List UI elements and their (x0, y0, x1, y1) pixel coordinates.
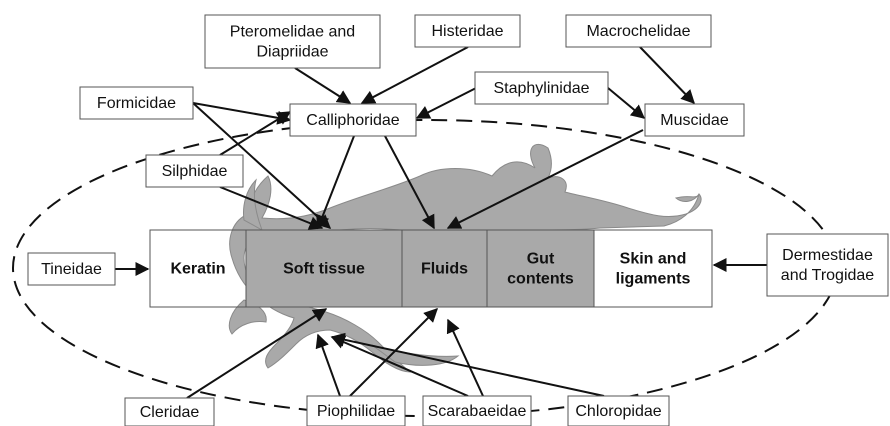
arrow-staphylinidae-to-muscidae (608, 88, 644, 118)
arrow-piophilidae-to-fluids (350, 309, 437, 396)
arrow-silphidae-to-calliphoridae (220, 112, 290, 155)
family-box (767, 234, 888, 296)
family-piophilidae-label: Piophilidae (317, 403, 395, 420)
segment-soft-tissue: Soft tissue (246, 230, 402, 307)
family-cleridae: Cleridae (125, 398, 214, 426)
label-line: Gut (527, 251, 555, 268)
arrow-macrochelidae-to-muscidae (640, 47, 694, 103)
label-line: Fluids (421, 261, 468, 278)
label-line: Macrochelidae (586, 23, 690, 40)
family-histeridae: Histeridae (415, 15, 520, 47)
family-staphylinidae: Staphylinidae (475, 72, 608, 104)
family-macrochelidae: Macrochelidae (566, 15, 711, 47)
family-macrochelidae-label: Macrochelidae (586, 23, 690, 40)
family-formicidae: Formicidae (80, 87, 193, 119)
family-silphidae: Silphidae (146, 155, 243, 187)
label-line: Pteromelidae and (230, 24, 355, 41)
label-line: Cleridae (140, 404, 200, 421)
family-muscidae-label: Muscidae (660, 112, 729, 129)
segment-skin-ligaments: Skin and ligaments (594, 230, 712, 307)
segment-box (594, 230, 712, 307)
family-staphylinidae-label: Staphylinidae (493, 80, 589, 97)
label-line: Keratin (170, 261, 225, 278)
segment-fluids-label: Fluids (421, 261, 468, 278)
label-line: Tineidae (41, 261, 102, 278)
family-silphidae-label: Silphidae (162, 163, 228, 180)
segment-keratin-label: Keratin (170, 261, 225, 278)
label-line: and Trogidae (781, 267, 875, 284)
family-tineidae: Tineidae (28, 253, 115, 285)
arrow-cleridae-to-soft-tissue (187, 309, 326, 398)
label-line: Scarabaeidae (428, 403, 527, 420)
segment-fluids: Fluids (402, 230, 487, 307)
label-line: Skin and (620, 251, 687, 268)
family-chloropidae-label: Chloropidae (575, 403, 661, 420)
label-line: Calliphoridae (306, 112, 399, 129)
family-chloropidae: Chloropidae (568, 396, 669, 426)
family-histeridae-label: Histeridae (431, 23, 503, 40)
family-piophilidae: Piophilidae (307, 396, 405, 426)
label-line: Diapriidae (256, 44, 328, 61)
arrow-staphylinidae-to-calliphoridae (417, 86, 480, 118)
arrow-pteromelidae-diapriidae-to-calliphoridae (295, 68, 350, 103)
label-line: Muscidae (660, 112, 729, 129)
arrow-chloropidae-to-soft-tissue (332, 337, 604, 396)
label-line: Soft tissue (283, 261, 365, 278)
segment-box (487, 230, 594, 307)
label-line: Histeridae (431, 23, 503, 40)
segment-skin-ligaments-label: Skin and ligaments (616, 251, 691, 288)
segment-gut-contents: Gut contents (487, 230, 594, 307)
family-scarabaeidae-label: Scarabaeidae (428, 403, 527, 420)
family-muscidae: Muscidae (645, 104, 744, 136)
segment-soft-tissue-label: Soft tissue (283, 261, 365, 278)
family-calliphoridae-label: Calliphoridae (306, 112, 399, 129)
label-line: Silphidae (162, 163, 228, 180)
label-line: Formicidae (97, 95, 176, 112)
family-dermestidae-trogidae: Dermestidae and Trogidae (767, 234, 888, 296)
label-line: Chloropidae (575, 403, 661, 420)
label-line: Staphylinidae (493, 80, 589, 97)
label-line: ligaments (616, 271, 691, 288)
label-line: Piophilidae (317, 403, 395, 420)
family-scarabaeidae: Scarabaeidae (423, 396, 531, 426)
family-tineidae-label: Tineidae (41, 261, 102, 278)
family-formicidae-label: Formicidae (97, 95, 176, 112)
label-line: Dermestidae (782, 247, 873, 264)
family-calliphoridae: Calliphoridae (290, 104, 416, 136)
arrow-piophilidae-to-soft-tissue (318, 335, 340, 396)
family-cleridae-label: Cleridae (140, 404, 200, 421)
label-line: contents (507, 271, 574, 288)
